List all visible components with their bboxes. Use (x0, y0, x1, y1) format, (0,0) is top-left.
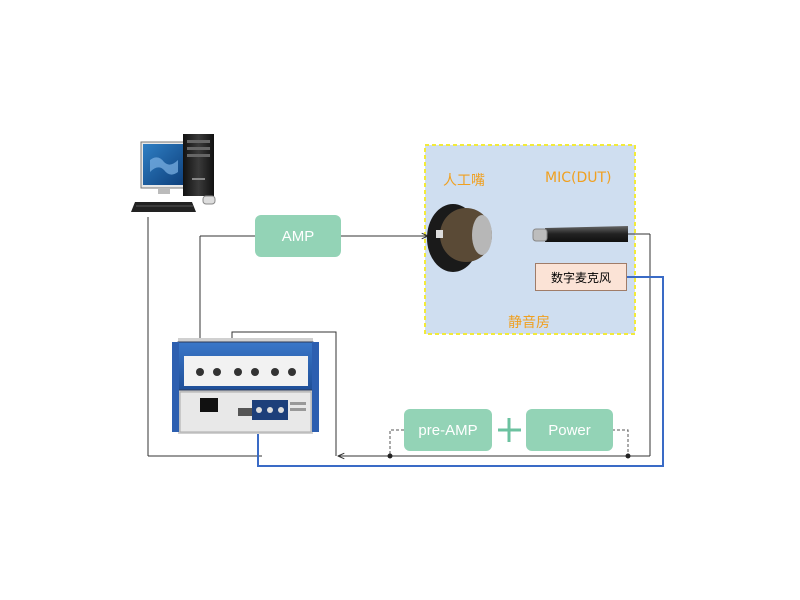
power-box: Power (526, 409, 613, 451)
junction-dot (387, 453, 393, 459)
dashed-preamp-link (389, 429, 404, 456)
junction-dot (625, 453, 631, 459)
mic-label: MIC(DUT) (545, 170, 612, 186)
dashed-power-link (612, 429, 629, 456)
amp-box: AMP (255, 215, 341, 257)
microphone-icon (532, 226, 628, 242)
digital-signal-line (257, 276, 664, 467)
mouth-label: 人工嘴 (443, 173, 485, 189)
plus-icon (498, 418, 521, 442)
audio-analyzer-icon (172, 338, 319, 434)
digital-mic-label: 数字麦克风 (535, 263, 627, 291)
computer-icon (131, 134, 216, 212)
artificial-mouth-icon (427, 204, 492, 272)
preamp-box: pre-AMP (404, 409, 492, 451)
room-label: 静音房 (508, 315, 550, 331)
